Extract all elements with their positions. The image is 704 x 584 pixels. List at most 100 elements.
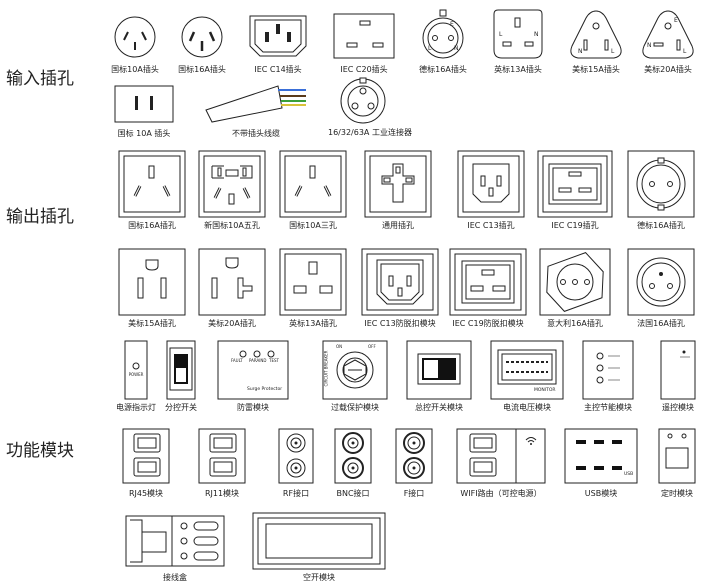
rj45-module: RJ45模块 — [122, 428, 170, 498]
breaker-text: CIRCUIT BREAKER — [323, 350, 329, 387]
gb10a-plug-label: 国标10A插头 — [111, 65, 159, 74]
us20a-socket-label: 美标20A插孔 — [208, 319, 256, 328]
rf-interface: RF接口 — [278, 428, 314, 498]
iec-c19-lock-module-icon — [449, 248, 527, 316]
gb16a-plug-icon — [180, 10, 224, 62]
monitor-text: MONITOR — [534, 388, 556, 393]
bnc-interface-icon — [334, 428, 372, 484]
on-text-breaker: ON — [336, 344, 343, 349]
rj45-module-label: RJ45模块 — [128, 489, 164, 498]
us15a-plug-label: 美标15A插头 — [572, 65, 620, 74]
f-interface-icon — [395, 428, 433, 484]
uk13a-plug: L N 英标13A插头 — [490, 8, 546, 76]
master-switch-module: 总控开关模块 — [406, 340, 472, 412]
timer-module: 定时模块 — [658, 428, 696, 498]
svg-text:N: N — [454, 45, 459, 52]
overload-module-icon — [322, 340, 388, 400]
industrial-connector: 16/32/63A 工业连接器 — [328, 76, 412, 138]
us20a-plug-label: 美标20A插头 — [644, 65, 692, 74]
de16a-socket: 德标16A插孔 — [627, 150, 695, 232]
junction-box-label: 接线盒 — [163, 573, 187, 582]
f-interface: F接口 — [395, 428, 433, 498]
de16a-plug: E L N 德标16A插头 — [419, 8, 467, 76]
gb10a-three-hole: 国标10A三孔 — [279, 150, 347, 232]
bare-cable-label: 不带插头线缆 — [232, 129, 280, 138]
iec-c13-socket-label: IEC C13插孔 — [467, 221, 515, 230]
svg-text:L: L — [683, 48, 687, 55]
universal-socket: 通用插孔 — [364, 150, 432, 232]
bnc-interface: BNC接口 — [334, 428, 372, 498]
it16a-socket: 意大利16A插孔 — [539, 248, 611, 330]
master-energy-module-icon — [582, 340, 634, 400]
f-interface-label: F接口 — [403, 489, 425, 498]
master-energy-module: 主控节能模块 — [582, 340, 634, 412]
iec-c20-plug: IEC C20插头 — [332, 10, 396, 76]
iec-c19-lock-module-label: IEC C19防脱扣模块 — [452, 319, 524, 328]
de16a-plug-icon: E L N — [420, 8, 466, 62]
iec-c19-socket: IEC C19插孔 — [537, 150, 613, 232]
uk13a-plug-icon: L N — [490, 8, 546, 62]
fr16a-socket: 法国16A插孔 — [627, 248, 695, 330]
wifi-router-module: WIFI路由（可控电源） — [456, 428, 546, 498]
us20a-plug-icon: E N L — [640, 8, 696, 62]
master-switch-module-label: 总控开关模块 — [415, 403, 463, 412]
surge-module-icon — [217, 340, 289, 400]
usb-module-icon — [564, 428, 638, 484]
meter-module-icon — [490, 340, 564, 400]
iec-c14-plug-icon — [246, 10, 310, 62]
it16a-socket-icon — [539, 248, 611, 316]
iec-c20-plug-label: IEC C20插头 — [340, 65, 388, 74]
us15a-socket-icon — [118, 248, 186, 316]
wifi-router-module-label: WIFI路由（可控电源） — [460, 489, 542, 498]
usb-text: USB — [624, 472, 634, 477]
power-indicator-icon — [124, 340, 148, 400]
new-gb10a-five-hole-label: 新国标10A五孔 — [204, 221, 260, 230]
iec-c13-socket-icon — [457, 150, 525, 218]
iec-c13-socket: IEC C13插孔 — [457, 150, 525, 232]
iec-c13-lock-module: IEC C13防脱扣模块 — [361, 248, 439, 330]
section-title-input: 输入插孔 — [6, 69, 74, 89]
usb-module: USB USB模块 — [564, 428, 638, 498]
svg-text:N: N — [534, 31, 539, 38]
gb16a-socket-label: 国标16A插孔 — [128, 221, 176, 230]
junction-box-icon — [122, 512, 228, 570]
iec-c20-plug-icon — [332, 10, 396, 62]
universal-socket-icon — [364, 150, 432, 218]
air-switch-module: 空开模块 — [252, 512, 386, 582]
air-switch-module-icon — [252, 512, 386, 570]
timer-module-icon — [658, 428, 696, 484]
remote-module: 遥控模块 — [660, 340, 696, 412]
gb16a-socket-icon — [118, 150, 186, 218]
us15a-socket-label: 美标15A插孔 — [128, 319, 176, 328]
meter-module: MONITOR 电流电压模块 — [490, 340, 564, 412]
industrial-connector-label: 16/32/63A 工业连接器 — [328, 128, 412, 137]
it16a-socket-label: 意大利16A插孔 — [547, 319, 603, 328]
new-gb10a-five-hole: 新国标10A五孔 — [198, 150, 266, 232]
de16a-socket-label: 德标16A插孔 — [637, 221, 685, 230]
branch-switch-label: 分控开关 — [165, 403, 197, 412]
section-title-output: 输出插孔 — [6, 207, 74, 227]
surge-text: Surge Protector — [247, 387, 283, 392]
surge-module: FAULT PARAIND TEST Surge Protector 防雷模块 — [217, 340, 289, 412]
us15a-plug: N L 美标15A插头 — [568, 8, 624, 76]
svg-text:L: L — [499, 31, 503, 38]
power-text: POWER — [128, 372, 144, 377]
rj11-module-icon — [198, 428, 246, 484]
power-indicator-label: 电源指示灯 — [116, 403, 156, 412]
iec-c13-lock-module-label: IEC C13防脱扣模块 — [364, 319, 436, 328]
master-switch-module-icon — [406, 340, 472, 400]
uk13a-socket-label: 英标13A插孔 — [289, 319, 337, 328]
de16a-plug-label: 德标16A插头 — [419, 65, 467, 74]
uk13a-plug-label: 英标13A插头 — [494, 65, 542, 74]
us20a-socket: 美标20A插孔 — [198, 248, 266, 330]
meter-module-label: 电流电压模块 — [503, 403, 551, 412]
branch-switch-icon — [166, 340, 196, 400]
industrial-connector-icon — [338, 76, 388, 126]
gb10a-plug-rect-icon — [113, 82, 175, 126]
rj45-module-icon — [122, 428, 170, 484]
rj11-module: RJ11模块 — [198, 428, 246, 498]
svg-text:L: L — [428, 45, 432, 52]
svg-text:N: N — [647, 42, 652, 49]
power-indicator: POWER 电源指示灯 — [116, 340, 156, 412]
iec-c13-lock-module-icon — [361, 248, 439, 316]
